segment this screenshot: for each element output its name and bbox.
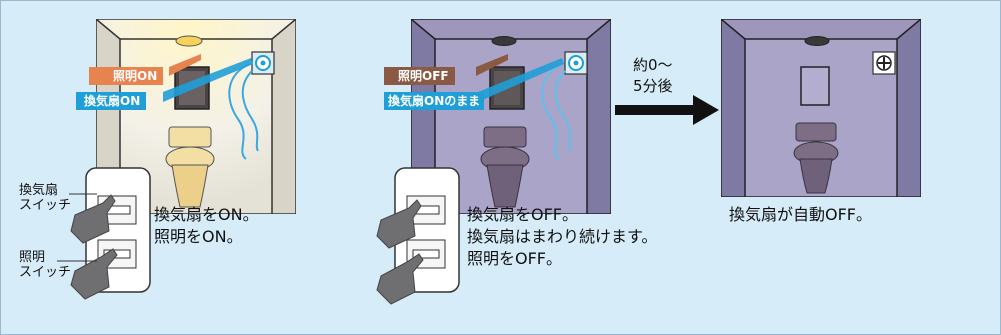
- wait-time-label: 約0～ 5分後: [633, 56, 673, 95]
- tag-pointer-lines: [476, 54, 564, 102]
- toilet-icon: [480, 126, 530, 208]
- window-icon: [800, 66, 830, 106]
- ceiling-light-icon: [804, 36, 830, 46]
- vent-fan-icon: [251, 51, 275, 75]
- tag-pointer-lines: [163, 54, 253, 102]
- right-arrow-icon: [615, 95, 719, 125]
- light-switch-leader: [57, 260, 97, 262]
- hand-pointer-icon: [70, 194, 118, 300]
- fan-switch-leader: [69, 193, 97, 195]
- fan-on-tag: 換気扇ON: [76, 92, 147, 110]
- airflow-lines: [541, 63, 572, 160]
- caption-2: 換気扇をOFF。 換気扇はまわり続けます。 照明をOFF。: [467, 205, 658, 268]
- hand-pointer-icon: [376, 199, 424, 305]
- ceiling-light-icon: [175, 35, 203, 47]
- fan-switch-label: 換気扇 スイッチ: [19, 183, 72, 213]
- vent-fan-icon: [872, 51, 896, 75]
- caption-1: 換気扇をON。 照明をON。: [154, 205, 259, 246]
- room-3-dark: [721, 19, 921, 197]
- ceiling-light-icon: [491, 36, 517, 46]
- caption-3: 換気扇が自動OFF。: [729, 205, 873, 224]
- fan-on-remains-tag: 換気扇ONのまま: [384, 92, 485, 110]
- light-switch-label: 照明 スイッチ: [19, 250, 72, 280]
- light-on-tag: 照明ON: [89, 67, 164, 85]
- light-off-tag: 照明OFF: [384, 67, 455, 85]
- vent-fan-icon: [564, 51, 588, 75]
- airflow-lines: [228, 63, 259, 160]
- toilet-icon: [165, 126, 215, 208]
- toilet-icon: [793, 122, 839, 194]
